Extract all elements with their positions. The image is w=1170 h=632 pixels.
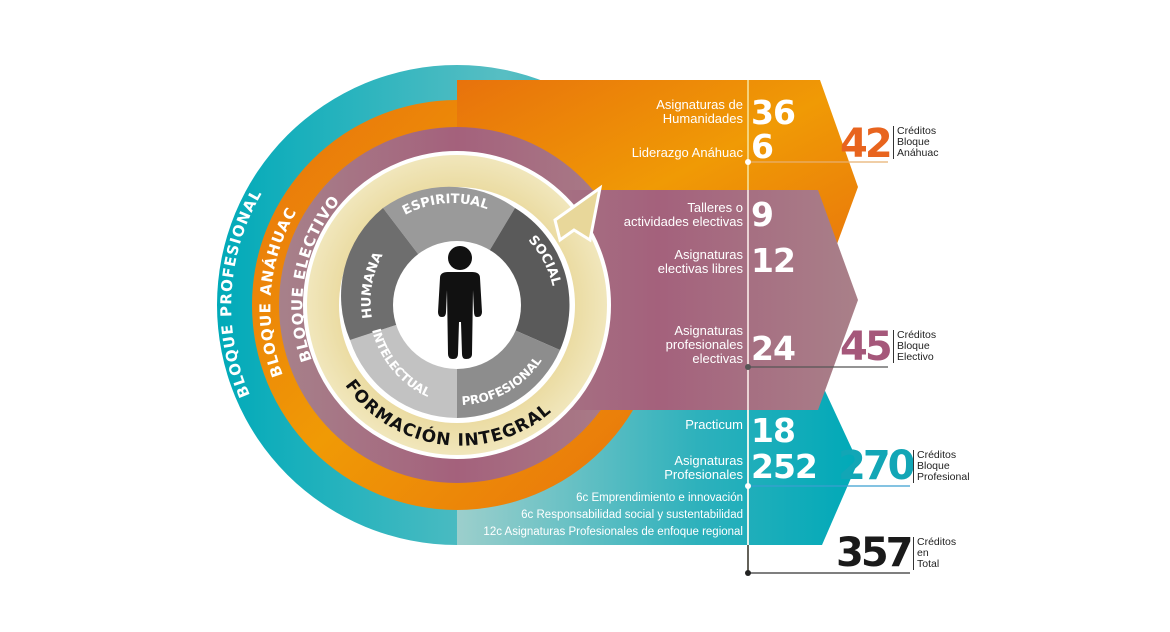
note-line: 6c Responsabilidad social y sustentabili… — [521, 509, 743, 521]
caption-line: Créditos — [917, 449, 957, 461]
profesional-total: 270 — [838, 443, 915, 489]
label-line: Profesionales — [664, 467, 743, 482]
anahuac-item-humanidades-value: 36 — [751, 93, 796, 132]
electivo-item-profesionales-value: 24 — [751, 329, 796, 368]
anahuac-item-liderazgo-value: 6 — [751, 127, 774, 166]
electivo-item-libres-label: Asignaturas electivas libres — [658, 248, 743, 276]
caption-line: Anáhuac — [897, 147, 939, 159]
label-line: Asignaturas de — [656, 97, 743, 112]
profesional-item-practicum-value: 18 — [751, 411, 796, 450]
anahuac-total: 42 — [840, 121, 893, 167]
note-line: 12c Asignaturas Profesionales de enfoque… — [483, 526, 743, 538]
person-icon — [438, 246, 482, 359]
label-line: actividades electivas — [623, 214, 743, 229]
anahuac-item-liderazgo-label: Liderazgo Anáhuac — [631, 145, 743, 160]
electivo-item-libres-value: 12 — [751, 241, 796, 280]
electivo-item-profesionales-label: Asignaturas profesionales electivas — [666, 324, 743, 366]
profesional-caption: Créditos Bloque Profesional — [913, 450, 970, 483]
profesional-item-practicum-label: Practicum — [685, 417, 743, 432]
anahuac-item-humanidades-label: Asignaturas de Humanidades — [656, 98, 743, 126]
caption-line: en — [917, 547, 929, 559]
label-line: profesionales — [665, 337, 743, 352]
grand-total: 357 — [836, 530, 913, 576]
caption-line: Total — [917, 558, 940, 570]
caption-line: Bloque — [917, 460, 950, 472]
electivo-total: 45 — [840, 324, 893, 370]
caption-line: Electivo — [897, 351, 934, 363]
note-line: 6c Emprendimiento e innovación — [576, 492, 743, 504]
label-line: Talleres o — [687, 200, 743, 215]
profesional-item-asignaturas-label: Asignaturas Profesionales — [664, 454, 743, 482]
caption-line: Bloque — [897, 340, 930, 352]
electivo-item-talleres-value: 9 — [751, 195, 774, 234]
label-line: Asignaturas — [674, 323, 743, 338]
electivo-caption: Créditos Bloque Electivo — [893, 330, 936, 363]
grand-total-caption: Créditos en Total — [913, 537, 956, 570]
label-line: Asignaturas — [674, 247, 743, 262]
connector-lines — [745, 80, 910, 576]
anahuac-caption: Créditos Bloque Anáhuac — [893, 126, 938, 159]
caption-line: Créditos — [917, 536, 957, 548]
caption-line: Créditos — [897, 329, 937, 341]
label-line: electivas libres — [657, 261, 743, 276]
caption-line: Bloque — [897, 136, 930, 148]
profesional-notes: 6c Emprendimiento e innovación 6c Respon… — [483, 490, 743, 541]
label-line: Humanidades — [662, 111, 743, 126]
label-line: electivas — [692, 351, 743, 366]
caption-line: Profesional — [917, 471, 970, 483]
caption-line: Créditos — [897, 125, 937, 137]
label-line: Asignaturas — [674, 453, 743, 468]
electivo-item-talleres-label: Talleres o actividades electivas — [624, 201, 743, 229]
profesional-item-asignaturas-value: 252 — [751, 447, 818, 486]
